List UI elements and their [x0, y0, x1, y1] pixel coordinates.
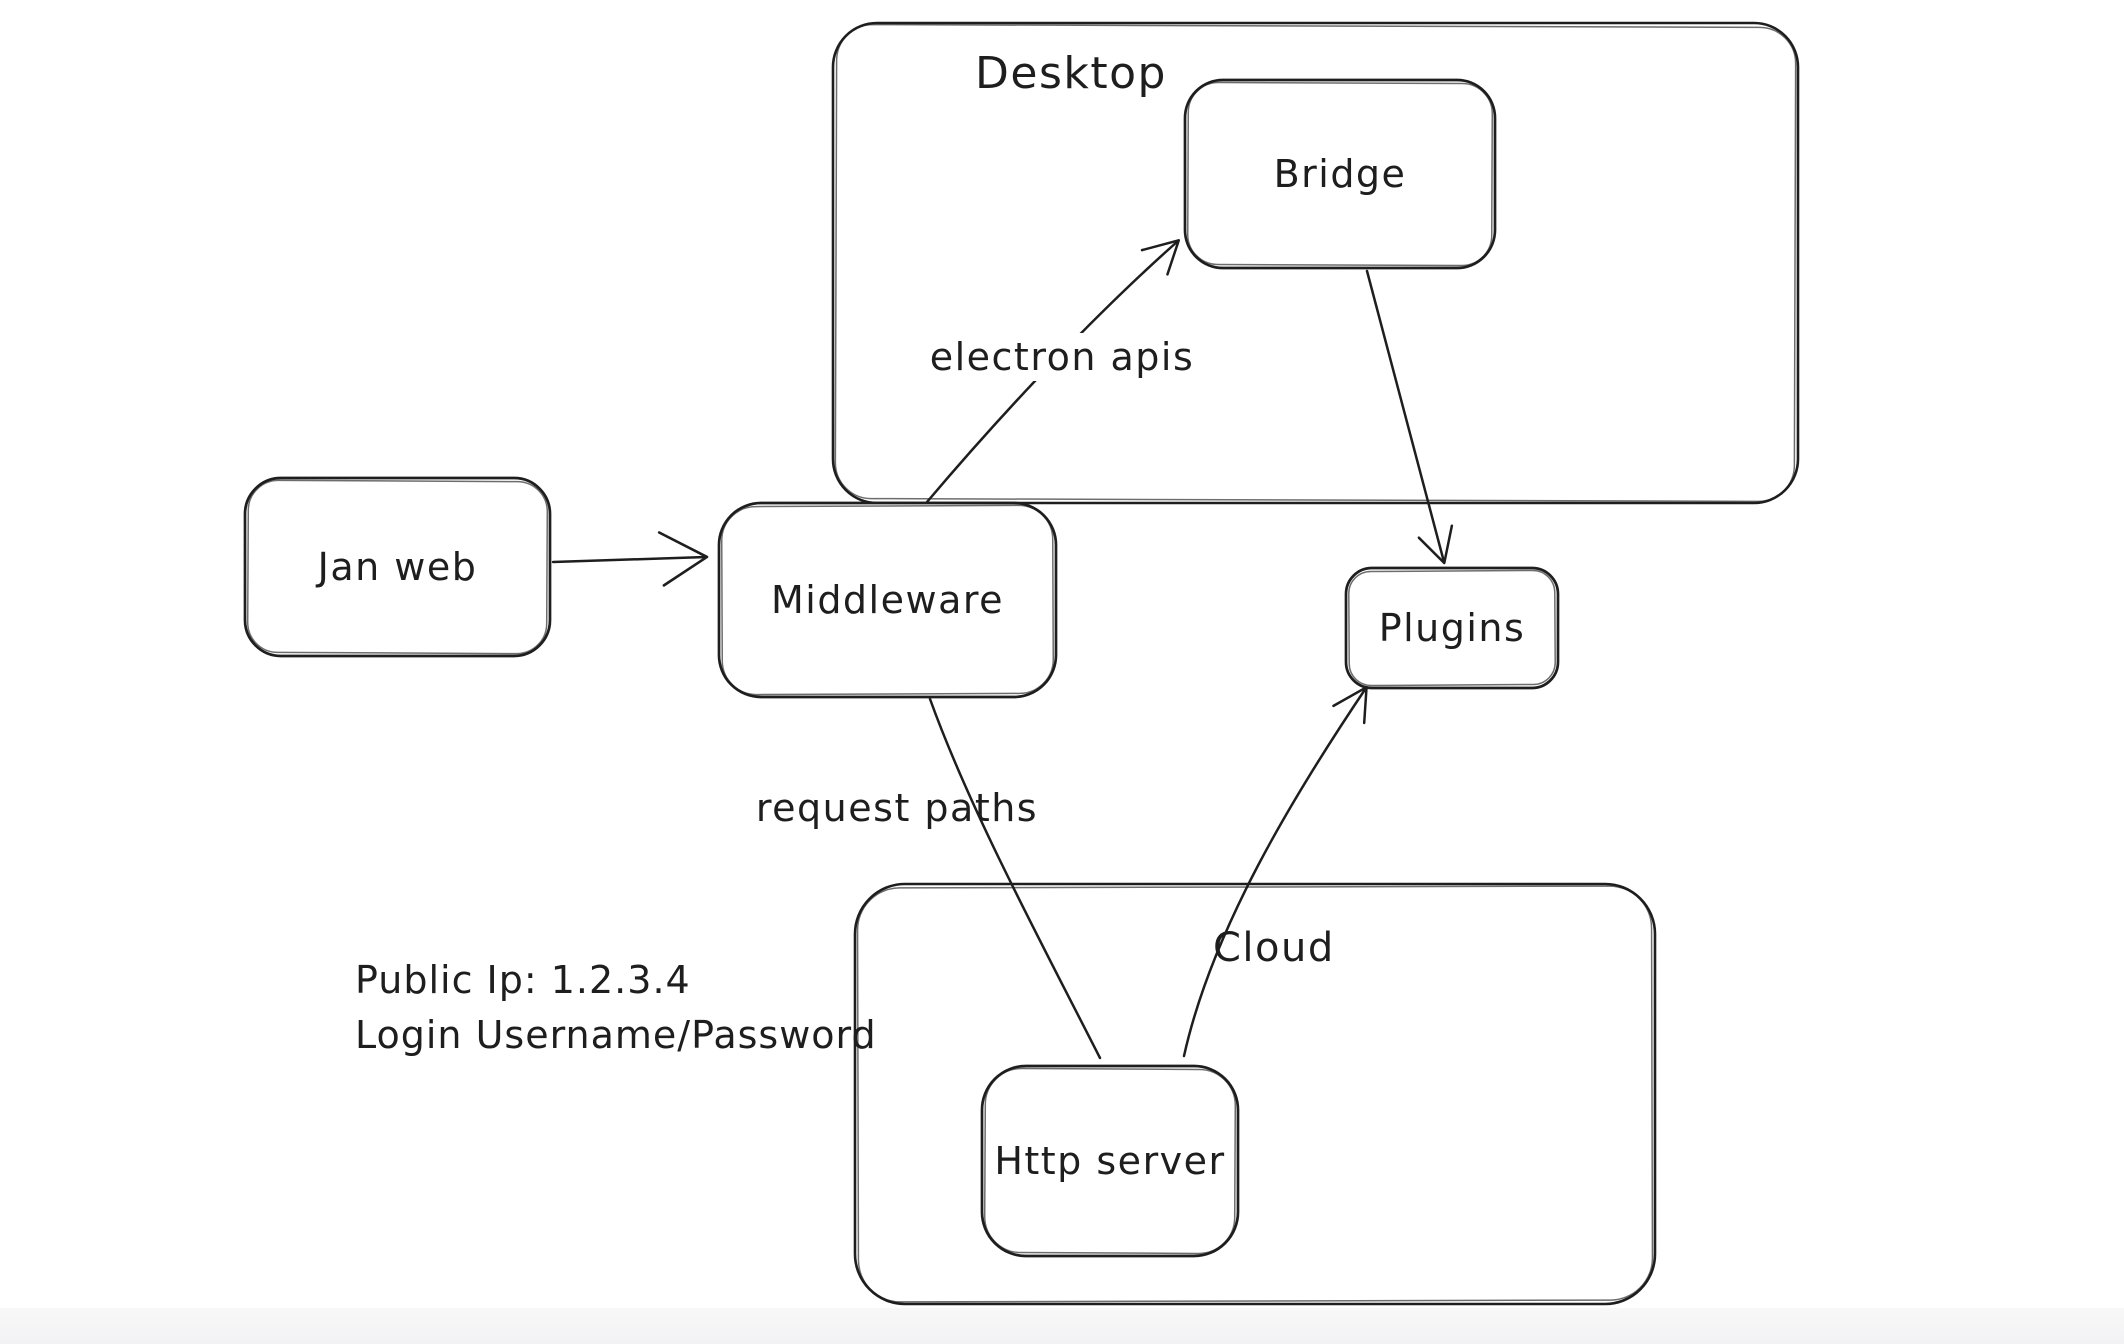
http-server-box-ghost-stroke — [983, 1067, 1237, 1255]
middleware-label: Middleware — [770, 578, 1005, 622]
cloud-container-outline[interactable] — [853, 882, 1657, 1306]
electron-apis-edge-label[interactable]: electron apis — [917, 333, 1207, 381]
plugins-node[interactable]: Plugins — [1346, 568, 1558, 688]
cloud-container-ghost-stroke — [856, 885, 1654, 1303]
middleware-box-stroke — [717, 501, 1058, 699]
plugins-box-ghost-stroke — [1348, 569, 1556, 687]
middleware-node[interactable]: Middleware — [719, 503, 1056, 697]
middleware-box-ghost-stroke — [720, 504, 1055, 696]
jan-web-label: Jan web — [317, 545, 478, 589]
bridge-box-stroke — [1183, 78, 1497, 270]
http-server-node[interactable]: Http server — [982, 1066, 1238, 1256]
middleware-box-outline[interactable] — [717, 501, 1058, 699]
jan-web-node[interactable]: Jan web — [245, 478, 550, 656]
desktop-container-stroke — [831, 21, 1800, 505]
plugins-label: Plugins — [1378, 606, 1526, 650]
bridge-node[interactable]: Bridge — [1185, 80, 1495, 268]
bridge-box-outline[interactable] — [1183, 78, 1497, 270]
request-paths-edge-label[interactable]: request paths — [755, 786, 1039, 830]
desktop-container-label[interactable]: Desktop — [975, 48, 1167, 99]
http-server-to-plugins-arrow[interactable] — [1182, 685, 1368, 1058]
bridge-label: Bridge — [1273, 152, 1407, 196]
bottom-window-strip — [0, 1308, 2124, 1344]
bridge-box-ghost-stroke — [1186, 81, 1494, 267]
cloud-container-label[interactable]: Cloud — [1213, 925, 1335, 971]
cloud-container-stroke — [853, 882, 1657, 1306]
desktop-container-ghost-stroke — [834, 23, 1797, 503]
jan-web-box-outline[interactable] — [243, 476, 552, 658]
login-note[interactable]: Login Username/Password — [355, 1013, 877, 1057]
public-ip-note[interactable]: Public Ip: 1.2.3.4 — [355, 958, 691, 1002]
bridge-to-plugins-arrow[interactable] — [1365, 269, 1454, 565]
desktop-container-outline[interactable] — [831, 21, 1800, 505]
plugins-box-stroke — [1344, 566, 1560, 690]
jan-web-box-stroke — [243, 476, 552, 658]
http-server-label: Http server — [994, 1139, 1226, 1183]
middleware-to-http-server-line[interactable] — [928, 697, 1102, 1060]
jan-web-box-ghost-stroke — [246, 479, 549, 655]
jan-web-to-middleware-arrow[interactable] — [551, 531, 709, 587]
http-server-box-outline[interactable] — [980, 1064, 1240, 1258]
plugins-box-outline[interactable] — [1344, 566, 1560, 690]
http-server-box-stroke — [980, 1064, 1240, 1258]
